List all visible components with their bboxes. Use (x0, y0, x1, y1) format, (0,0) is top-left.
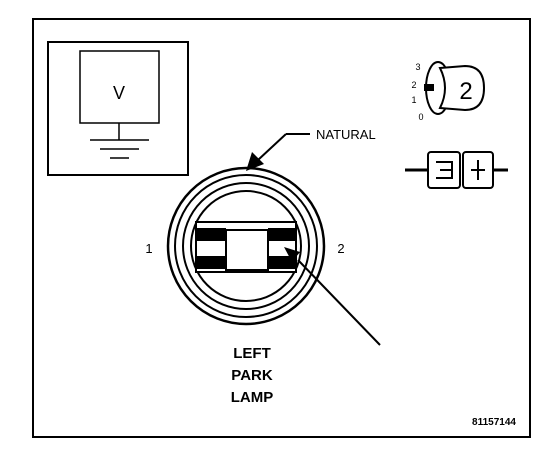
test-probe-icon (405, 151, 508, 189)
figure-id: 81157144 (472, 417, 516, 428)
ignition-key-icon: 3 2 1 0 2 (411, 61, 486, 122)
key-position-0: 0 (418, 112, 423, 122)
key-position-1: 1 (411, 95, 416, 105)
meter-symbol: V (113, 83, 125, 103)
pin-label-2: 2 (337, 241, 344, 256)
connector-color-label: NATURAL (316, 127, 376, 142)
caption-line-1: LEFT (233, 345, 271, 362)
terminal-1-lower (196, 256, 226, 269)
terminal-pointer-arrow (284, 247, 381, 346)
caption-line-3: LAMP (231, 389, 274, 406)
caption-line-2: PARK (231, 367, 273, 384)
connector-cavity (225, 229, 269, 271)
color-leader-arrow (246, 133, 310, 171)
park-lamp-connector (166, 166, 326, 326)
voltmeter-icon: V (47, 41, 189, 176)
terminal-1-upper (196, 228, 226, 241)
terminal-2-upper (268, 228, 296, 241)
key-selected-position: 2 (459, 78, 472, 105)
key-position-3: 3 (415, 62, 420, 72)
key-position-2: 2 (411, 80, 416, 90)
pin-label-1: 1 (145, 241, 152, 256)
terminal-2-lower (268, 256, 296, 269)
